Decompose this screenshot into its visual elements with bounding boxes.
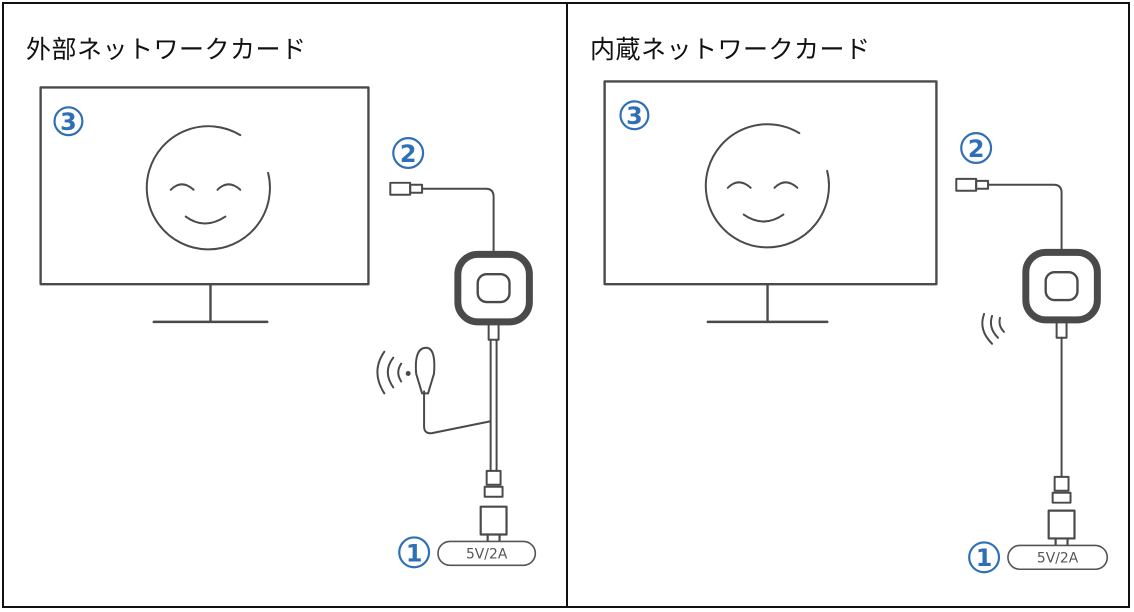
panel-title: 外部ネットワークカード bbox=[26, 35, 307, 64]
antenna-cable bbox=[423, 390, 492, 435]
tv-monitor-icon bbox=[603, 80, 938, 324]
badge-tv: 3 bbox=[53, 106, 84, 137]
svg-text:5V/2A: 5V/2A bbox=[1037, 550, 1079, 566]
badge-dongle: 2 bbox=[392, 137, 425, 170]
hdmi-cable bbox=[421, 187, 495, 256]
badge-dongle: 2 bbox=[960, 132, 993, 165]
badge-tv: 3 bbox=[619, 100, 650, 131]
wifi-signal-icon bbox=[376, 350, 411, 395]
svg-text:1: 1 bbox=[976, 544, 993, 572]
badge-power: 1 bbox=[398, 536, 431, 569]
power-adapter-icon bbox=[1047, 509, 1076, 548]
wireless-dongle-icon bbox=[1022, 248, 1101, 324]
panel-internal-network-card: 内蔵ネットワークカード 3 2 bbox=[566, 4, 1128, 606]
svg-text:3: 3 bbox=[60, 108, 77, 136]
smiley-face-icon bbox=[145, 125, 271, 251]
usb-plug-icon bbox=[483, 469, 504, 498]
hdmi-plug-icon bbox=[389, 181, 424, 196]
svg-text:5V/2A: 5V/2A bbox=[466, 546, 508, 562]
svg-text:2: 2 bbox=[968, 135, 985, 163]
badge-power: 1 bbox=[968, 541, 1001, 574]
wifi-signal-icon bbox=[981, 312, 1005, 345]
wireless-dongle-icon bbox=[454, 250, 533, 326]
panel-title: 内蔵ネットワークカード bbox=[590, 35, 871, 64]
power-adapter-icon bbox=[479, 505, 508, 544]
usb-cable bbox=[1055, 318, 1068, 478]
svg-text:3: 3 bbox=[626, 102, 643, 130]
smiley-face-icon bbox=[704, 123, 830, 249]
hdmi-cable bbox=[987, 183, 1063, 254]
panel-external-network-card: 外部ネットワークカード 3 2 bbox=[4, 4, 566, 606]
antenna-icon bbox=[414, 346, 436, 395]
usb-cable bbox=[487, 320, 500, 472]
hdmi-plug-icon bbox=[955, 177, 990, 192]
svg-text:2: 2 bbox=[400, 140, 417, 168]
power-rating-label: 5V/2A bbox=[1007, 544, 1109, 571]
svg-text:1: 1 bbox=[406, 539, 423, 567]
tv-monitor-icon bbox=[39, 86, 370, 324]
external-setup-illustration: 3 2 bbox=[39, 86, 537, 569]
internal-setup-illustration: 3 2 bbox=[603, 80, 1109, 574]
power-rating-label: 5V/2A bbox=[437, 540, 537, 567]
usb-plug-icon bbox=[1051, 475, 1072, 504]
